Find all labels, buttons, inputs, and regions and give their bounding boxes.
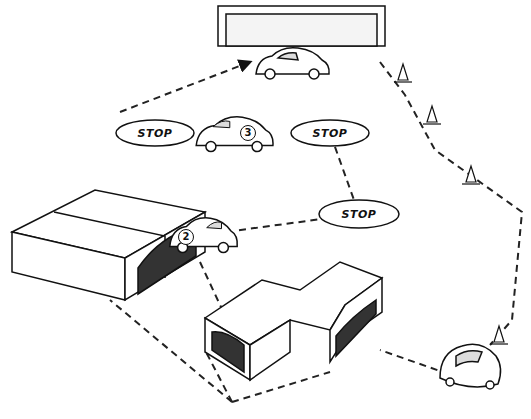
car-outline <box>192 113 276 155</box>
right-car <box>440 344 501 389</box>
stop-sign: STOP <box>290 119 370 147</box>
garage <box>218 6 385 46</box>
toy-car: 3 <box>192 113 276 155</box>
car-number: 2 <box>178 229 194 245</box>
cones <box>394 64 508 344</box>
car-number: 3 <box>240 125 256 141</box>
dashed-track <box>335 147 354 199</box>
stop-label: STOP <box>342 208 377 221</box>
stop-sign: STOP <box>115 119 195 147</box>
stop-sign: STOP <box>318 199 400 229</box>
garage-car <box>256 48 329 79</box>
dashed-track <box>239 219 321 230</box>
stop-label: STOP <box>138 127 173 140</box>
dashed-track <box>110 62 522 402</box>
stop-label: STOP <box>313 127 348 140</box>
t-tunnel <box>205 262 382 380</box>
toy-car: 2 <box>166 214 240 256</box>
